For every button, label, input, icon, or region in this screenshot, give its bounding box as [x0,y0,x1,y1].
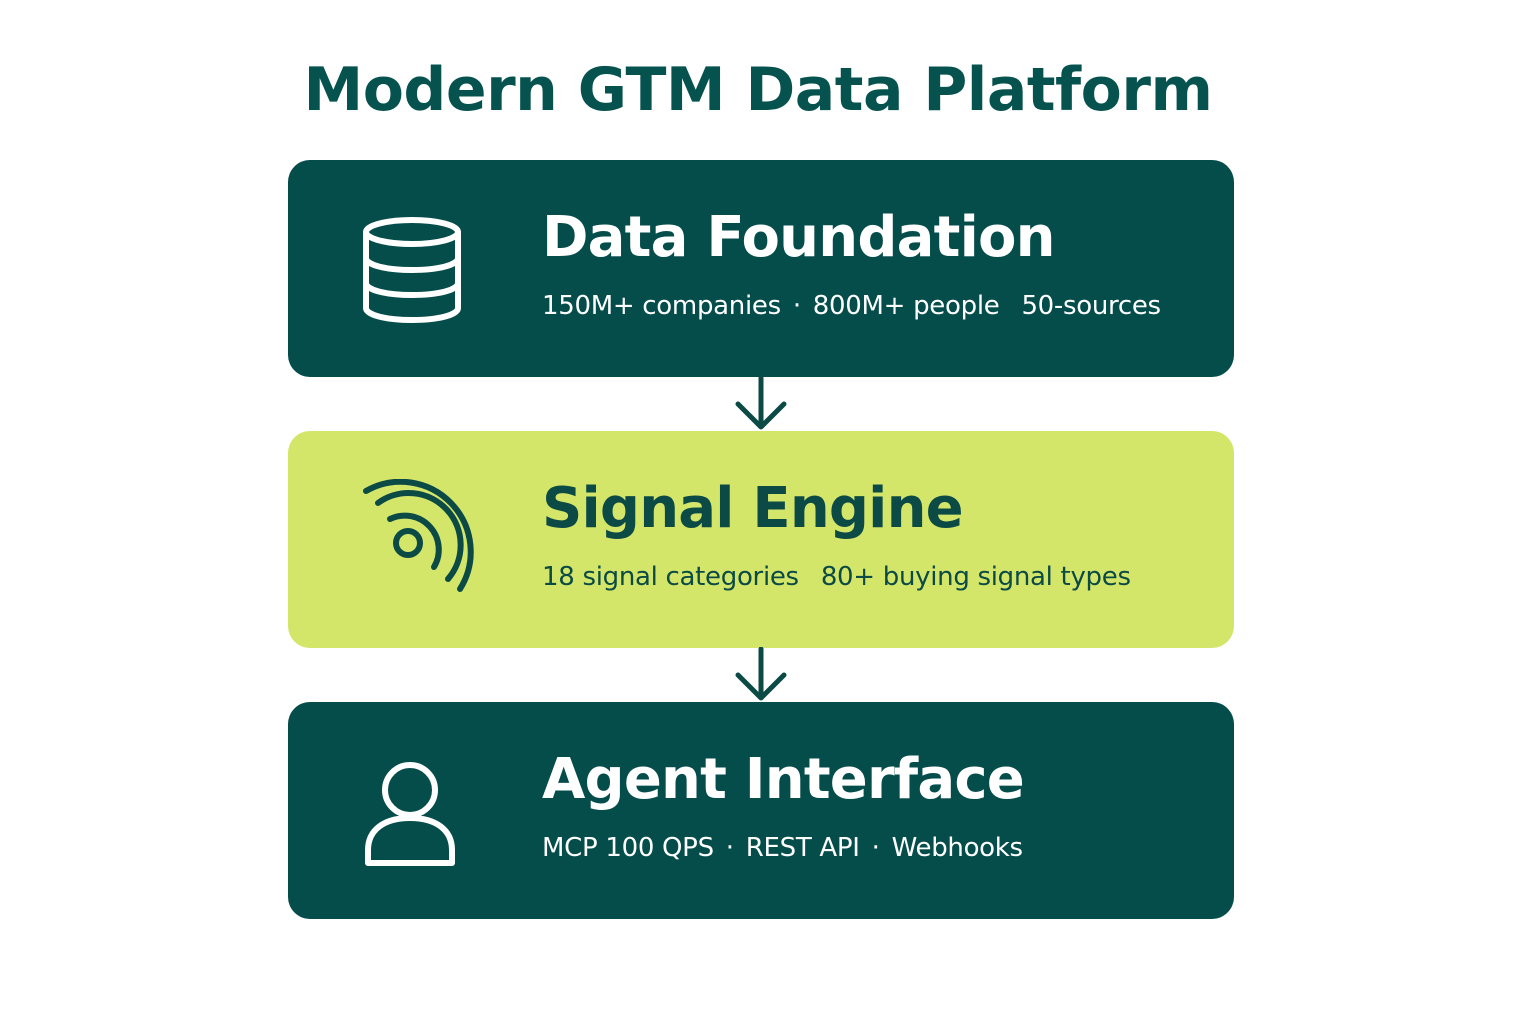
signal-icon [350,479,474,603]
stat-sources: 50-sources [1021,291,1161,321]
stat-separator: · [725,833,734,863]
layer-stats: MCP 100 QPS · REST API · Webhooks [542,830,1023,866]
stat-rest-api: REST API [745,833,860,863]
layer-signal-engine: Signal Engine 18 signal categories 80+ bu… [288,431,1234,648]
stat-companies: 150M+ companies [542,291,781,321]
database-icon [350,208,474,332]
layer-data-foundation: Data Foundation 150M+ companies · 800M+ pe… [288,160,1234,377]
user-icon [350,750,474,874]
layer-stats: 18 signal categories 80+ buying signal ty… [542,559,1131,595]
layer-title: Data Foundation [542,205,1056,270]
diagram-title: Modern GTM Data Platform [303,55,1213,125]
stat-signal-types: 80+ buying signal types [820,562,1131,592]
stat-separator: · [792,291,801,321]
arrow-down-icon [735,647,787,703]
stat-people: 800M+ people [812,291,1000,321]
stat-signal-categories: 18 signal categories [542,562,799,592]
stat-webhooks: Webhooks [891,833,1023,863]
layer-stats: 150M+ companies · 800M+ people 50-sources [542,288,1161,324]
stat-separator: · [871,833,880,863]
arrow-down-icon [735,376,787,432]
layer-agent-interface: Agent Interface MCP 100 QPS · REST API · Web… [288,702,1234,919]
layer-title: Signal Engine [542,476,964,541]
stat-mcp: MCP 100 QPS [542,833,714,863]
layer-title: Agent Interface [542,747,1025,812]
